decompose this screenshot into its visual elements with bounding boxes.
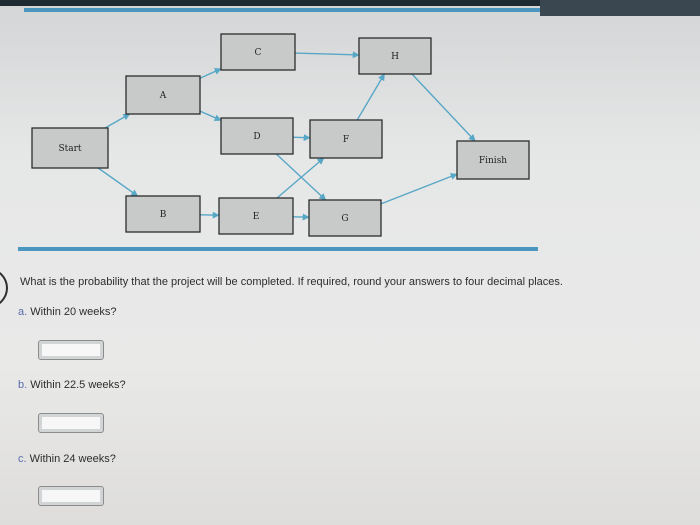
edge-start-to-b bbox=[97, 167, 139, 197]
node-a: A bbox=[125, 75, 201, 115]
edge-a-to-d bbox=[199, 110, 222, 121]
node-e: E bbox=[218, 197, 294, 235]
part-a-letter: a. bbox=[18, 306, 28, 318]
edge-e-to-f bbox=[276, 157, 325, 199]
node-b-box bbox=[125, 195, 201, 233]
node-c-label: C bbox=[255, 48, 262, 58]
part-a-text: Within 20 weeks? bbox=[30, 306, 117, 318]
node-d-label: D bbox=[253, 132, 260, 142]
node-f: F bbox=[309, 119, 383, 159]
question-marker-icon bbox=[0, 268, 8, 308]
diagram-top-rule bbox=[24, 8, 540, 12]
node-a-label: A bbox=[159, 91, 167, 101]
edge-c-to-h bbox=[294, 51, 360, 59]
node-finish-box bbox=[456, 140, 530, 180]
node-a-box bbox=[125, 75, 201, 115]
answer-a-input[interactable] bbox=[38, 340, 104, 360]
node-f-box bbox=[309, 119, 383, 159]
node-h-box bbox=[358, 37, 432, 75]
node-finish-label: Finish bbox=[479, 156, 507, 166]
edge-d-to-f bbox=[292, 134, 311, 142]
answer-b-input[interactable] bbox=[38, 413, 104, 433]
node-g-box bbox=[308, 199, 382, 237]
node-f-label: F bbox=[343, 135, 349, 145]
diagram-bottom-rule bbox=[18, 247, 538, 251]
edge-f-to-h bbox=[356, 73, 385, 121]
node-b: B bbox=[125, 195, 201, 233]
node-g: G bbox=[308, 199, 382, 237]
node-d-box bbox=[220, 117, 294, 155]
node-e-label: E bbox=[253, 212, 260, 222]
project-network-diagram: Start A B C D E F G H Finish bbox=[31, 33, 530, 237]
part-b-label: b. Within 22.5 weeks? bbox=[18, 379, 126, 391]
node-h-label: H bbox=[391, 52, 399, 62]
part-c-text: Within 24 weeks? bbox=[29, 453, 116, 465]
top-dark-strip bbox=[0, 0, 700, 6]
node-g-label: G bbox=[341, 214, 348, 224]
node-start-box bbox=[31, 127, 109, 169]
node-start: Start bbox=[31, 127, 109, 169]
node-e-box bbox=[218, 197, 294, 235]
node-c: C bbox=[220, 33, 296, 71]
edge-h-to-finish bbox=[411, 73, 476, 142]
edge-start-to-a bbox=[104, 113, 131, 129]
answer-c-input[interactable] bbox=[38, 486, 104, 506]
part-c-label: c. Within 24 weeks? bbox=[18, 453, 116, 465]
edge-a-to-c bbox=[199, 68, 222, 79]
part-b-text: Within 22.5 weeks? bbox=[30, 379, 126, 391]
part-a-label: a. Within 20 weeks? bbox=[18, 306, 116, 318]
node-d: D bbox=[220, 117, 294, 155]
node-start-label: Start bbox=[58, 144, 81, 154]
node-h: H bbox=[358, 37, 432, 75]
node-c-box bbox=[220, 33, 296, 71]
question-text: What is the probability that the project… bbox=[20, 276, 563, 288]
node-b-label: B bbox=[160, 210, 167, 220]
edge-g-to-finish bbox=[380, 173, 458, 205]
node-finish: Finish bbox=[456, 140, 530, 180]
part-c-letter: c. bbox=[18, 453, 27, 465]
part-b-letter: b. bbox=[18, 379, 28, 391]
top-right-edge bbox=[540, 0, 700, 16]
